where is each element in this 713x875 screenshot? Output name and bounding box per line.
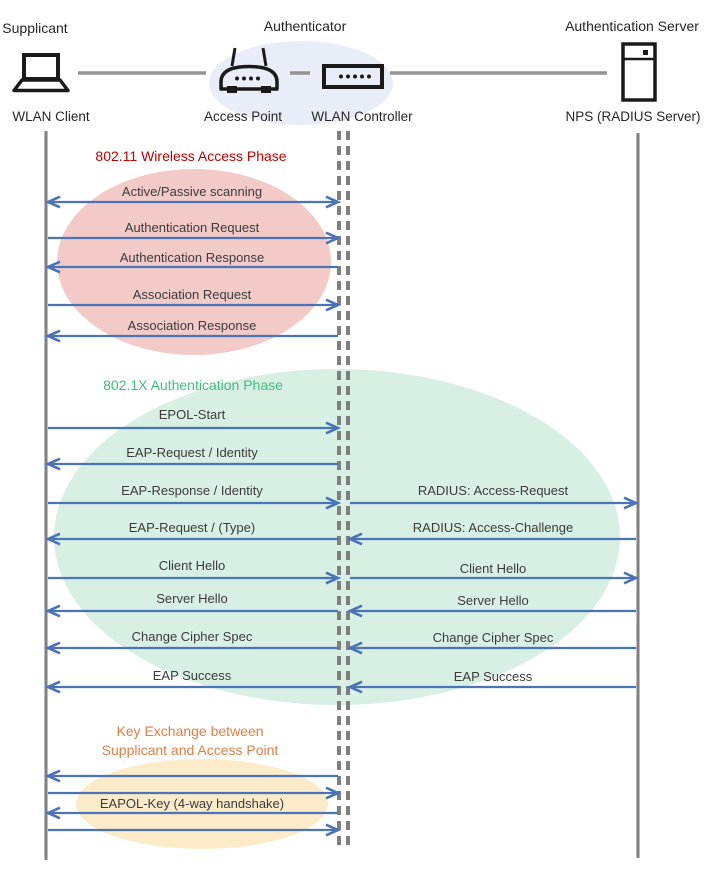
laptop-icon	[12, 53, 70, 93]
message-label: Association Request	[133, 287, 252, 302]
message-label: Change Cipher Spec	[433, 630, 554, 645]
message-arrow	[48, 298, 342, 312]
message-arrows	[44, 195, 640, 837]
message-label: Change Cipher Spec	[132, 629, 253, 644]
server-icon	[621, 42, 657, 102]
message-arrow	[44, 195, 342, 209]
role-label: Authenticator	[264, 18, 347, 34]
message-label: Client Hello	[159, 558, 225, 573]
message-arrow	[44, 260, 338, 274]
message-arrow	[350, 496, 640, 510]
phase-3-title: Key Exchange between	[116, 723, 263, 739]
message-label: Authentication Request	[125, 220, 260, 235]
access-point-icon	[219, 47, 279, 93]
message-label: EPOL-Start	[159, 407, 226, 422]
lifelines	[44, 131, 640, 860]
message-arrow	[48, 571, 342, 585]
message-label: EAP-Response / Identity	[121, 483, 263, 498]
message-arrow	[346, 532, 636, 546]
message-arrow	[44, 329, 338, 343]
message-label: EAP Success	[454, 669, 533, 684]
labels: Supplicant Authenticator Authentication Se…	[2, 18, 700, 811]
message-arrow	[346, 641, 636, 655]
phase-3-ellipse	[76, 759, 328, 849]
message-arrow	[346, 680, 636, 694]
message-arrow	[44, 641, 338, 655]
message-label: RADIUS: Access-Challenge	[413, 520, 573, 535]
message-arrow	[48, 421, 342, 435]
message-arrow	[48, 231, 342, 245]
device-label: WLAN Client	[12, 109, 90, 124]
message-arrow	[44, 680, 338, 694]
device-label: NPS (RADIUS Server)	[565, 109, 700, 124]
message-arrow	[44, 769, 338, 783]
message-label: Association Response	[128, 318, 257, 333]
message-label: Server Hello	[457, 593, 529, 608]
message-arrow	[44, 604, 338, 618]
message-label: Active/Passive scanning	[122, 184, 262, 199]
device-icons	[12, 42, 657, 102]
message-arrow	[44, 806, 338, 820]
message-label: RADIUS: Access-Request	[418, 483, 569, 498]
message-arrow	[48, 496, 342, 510]
message-label: EAP-Request / Identity	[126, 445, 258, 460]
message-arrow	[44, 457, 338, 471]
message-label: Client Hello	[460, 561, 526, 576]
wlan-controller-icon	[322, 64, 384, 89]
role-label: Supplicant	[2, 20, 67, 36]
message-arrow	[350, 571, 640, 585]
message-arrow	[346, 604, 636, 618]
message-arrow	[48, 823, 342, 837]
phase-3-title: Supplicant and Access Point	[102, 742, 279, 758]
phase-1-ellipse	[57, 169, 331, 355]
message-arrow	[44, 532, 338, 546]
message-label: Server Hello	[156, 591, 228, 606]
message-arrow	[48, 786, 342, 800]
message-label: EAP Success	[153, 668, 232, 683]
message-label: Authentication Response	[120, 250, 265, 265]
message-label: EAP-Request / (Type)	[129, 520, 255, 535]
message-label: EAPOL-Key (4-way handshake)	[100, 796, 284, 811]
device-label: WLAN Controller	[311, 109, 413, 124]
role-label: Authentication Server	[565, 18, 699, 34]
phase-1-title: 802.11 Wireless Access Phase	[95, 148, 286, 164]
phase-2-title: 802.1X Authentication Phase	[103, 377, 283, 393]
authenticator-ellipse	[209, 41, 393, 125]
device-label: Access Point	[204, 109, 282, 124]
